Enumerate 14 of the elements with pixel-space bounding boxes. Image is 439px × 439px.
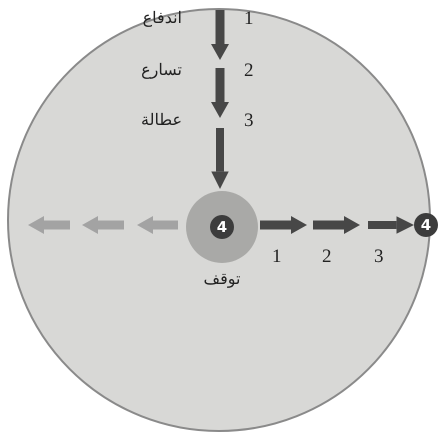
step-number: 3: [244, 110, 254, 132]
stage-label: تسارع: [141, 60, 182, 79]
step-number: 1: [272, 246, 282, 268]
step-number: 1: [244, 8, 254, 30]
arrow: [211, 128, 229, 189]
step-number: 2: [322, 246, 332, 268]
number-badge: 4: [414, 213, 438, 237]
number-badge: 4: [210, 215, 234, 239]
caption-text: توقف: [204, 269, 240, 288]
arrow: [368, 216, 414, 234]
stage-label: اندفاع: [142, 8, 182, 27]
stage-label: عطالة: [141, 110, 182, 129]
step-number: 2: [244, 60, 254, 82]
step-number: 3: [374, 246, 384, 268]
